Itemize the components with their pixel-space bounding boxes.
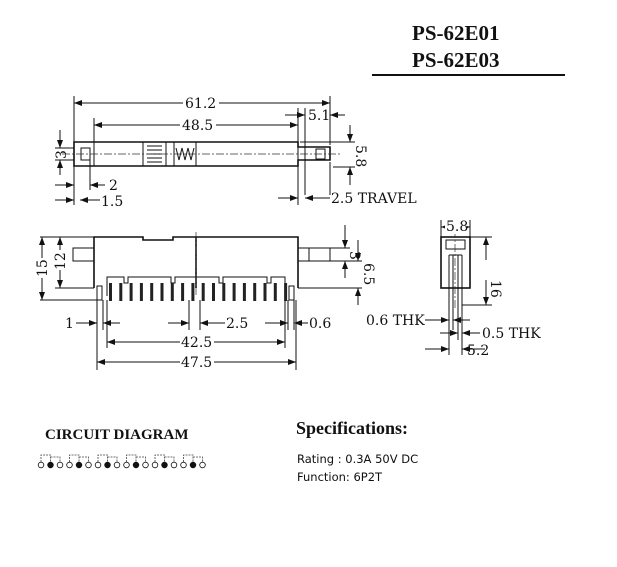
terminal-pin bbox=[170, 283, 174, 301]
dim-thk-2: 0.5 THK bbox=[482, 326, 541, 342]
dim-travel: 2.5 TRAVEL bbox=[331, 191, 417, 207]
title-block: PS-62E01 PS-62E03 bbox=[372, 21, 565, 76]
switch-terminal bbox=[199, 461, 206, 469]
dim-body-length: 48.5 bbox=[182, 118, 213, 134]
switch-terminal bbox=[151, 461, 159, 469]
switch-terminal bbox=[113, 461, 121, 469]
terminal-pin bbox=[119, 283, 123, 301]
dim-thk-1: 0.6 THK bbox=[366, 313, 425, 329]
pin-frame bbox=[106, 276, 286, 296]
switch-terminal bbox=[37, 461, 45, 469]
circuit-nodes bbox=[37, 454, 206, 469]
common-terminal bbox=[161, 461, 168, 469]
left-stub bbox=[72, 247, 95, 262]
terminal-pin bbox=[253, 283, 257, 301]
contact-link bbox=[97, 454, 118, 462]
terminal-pin bbox=[222, 283, 226, 301]
contact-link bbox=[40, 454, 61, 462]
dim-pitch: 2.5 bbox=[226, 316, 248, 332]
common-terminal bbox=[104, 461, 111, 469]
terminal-pin bbox=[242, 283, 246, 301]
model-number-1: PS-62E01 bbox=[412, 21, 500, 45]
terminal-pin bbox=[109, 283, 112, 301]
dim-stub-height: 3 bbox=[346, 251, 362, 260]
housing-outline bbox=[93, 236, 197, 288]
dim-side-overall: 47.5 bbox=[181, 355, 212, 371]
spec-rating: Rating : 0.3A 50V DC bbox=[297, 452, 418, 466]
dim-end-pin-span: 5.2 bbox=[467, 343, 489, 359]
dim-edge: 1.5 bbox=[101, 194, 123, 210]
end-view: 5.8 16 0.6 THK 0.5 THK 5.2 bbox=[366, 219, 541, 359]
dim-end-width: 5.8 bbox=[446, 219, 468, 235]
mount-leg bbox=[288, 285, 295, 301]
terminal-pin bbox=[284, 283, 288, 301]
terminal-pin bbox=[263, 283, 267, 301]
terminal-pin bbox=[201, 283, 205, 301]
contact-link bbox=[69, 454, 89, 462]
specifications: Specifications: Rating : 0.3A 50V DC Fun… bbox=[296, 418, 418, 484]
dim-hole-size: 3 bbox=[54, 150, 70, 159]
terminal-pin bbox=[273, 283, 277, 301]
contact-link bbox=[154, 454, 175, 462]
circuit-diagram: CIRCUIT DIAGRAM bbox=[37, 427, 206, 469]
dim-pin-span: 42.5 bbox=[181, 335, 212, 351]
right-stub bbox=[297, 247, 331, 262]
end-housing bbox=[440, 236, 471, 289]
model-number-2: PS-62E03 bbox=[412, 48, 500, 72]
switch-terminal bbox=[56, 461, 64, 469]
circuit-heading: CIRCUIT DIAGRAM bbox=[45, 427, 188, 443]
switch-terminal bbox=[66, 461, 73, 469]
dim-tab-length: 5.1 bbox=[308, 108, 330, 124]
dim-hole-offset: 2 bbox=[109, 178, 118, 194]
dim-width: 5.8 bbox=[352, 145, 368, 167]
spec-function: Function: 6P2T bbox=[297, 470, 383, 484]
terminal-pin bbox=[191, 283, 195, 301]
common-terminal bbox=[189, 461, 197, 469]
switch-terminal bbox=[85, 461, 92, 469]
dim-stub-offset: 6.5 bbox=[360, 263, 376, 285]
switch-terminal bbox=[180, 461, 187, 469]
end-actuator bbox=[445, 239, 466, 250]
specs-heading: Specifications: bbox=[296, 418, 408, 438]
terminal-pin bbox=[150, 283, 154, 301]
terminal-pin bbox=[181, 283, 185, 301]
dim-pin-thickness: 0.6 bbox=[309, 316, 331, 332]
terminal-pin bbox=[129, 283, 133, 301]
contact-link bbox=[126, 454, 146, 462]
side-view: 15 12 3 6.5 1 2.5 0.6 42.5 47.5 bbox=[34, 225, 376, 371]
terminal-pin bbox=[139, 283, 143, 301]
contact-link bbox=[183, 454, 203, 462]
dim-overall-length: 61.2 bbox=[185, 96, 216, 112]
terminal-pin bbox=[212, 283, 215, 301]
pin-group bbox=[96, 283, 295, 301]
top-view: 61.2 48.5 5.1 5.8 3 2 1.5 2.5 TRAVEL bbox=[54, 94, 417, 210]
terminal-pin bbox=[160, 283, 164, 301]
common-terminal bbox=[47, 461, 54, 469]
switch-terminal bbox=[170, 461, 178, 469]
dim-pin-edge: 1 bbox=[65, 316, 74, 332]
mount-leg bbox=[96, 285, 103, 301]
switch-terminal bbox=[94, 461, 102, 469]
dim-total-height: 15 bbox=[35, 259, 51, 277]
dim-body-height: 12 bbox=[53, 252, 69, 270]
common-terminal bbox=[132, 461, 140, 469]
terminal-pin bbox=[232, 283, 236, 301]
switch-terminal bbox=[123, 461, 130, 469]
dim-end-height: 16 bbox=[487, 280, 503, 298]
switch-terminal bbox=[142, 461, 149, 469]
spring-icon bbox=[175, 147, 195, 161]
common-terminal bbox=[75, 461, 83, 469]
